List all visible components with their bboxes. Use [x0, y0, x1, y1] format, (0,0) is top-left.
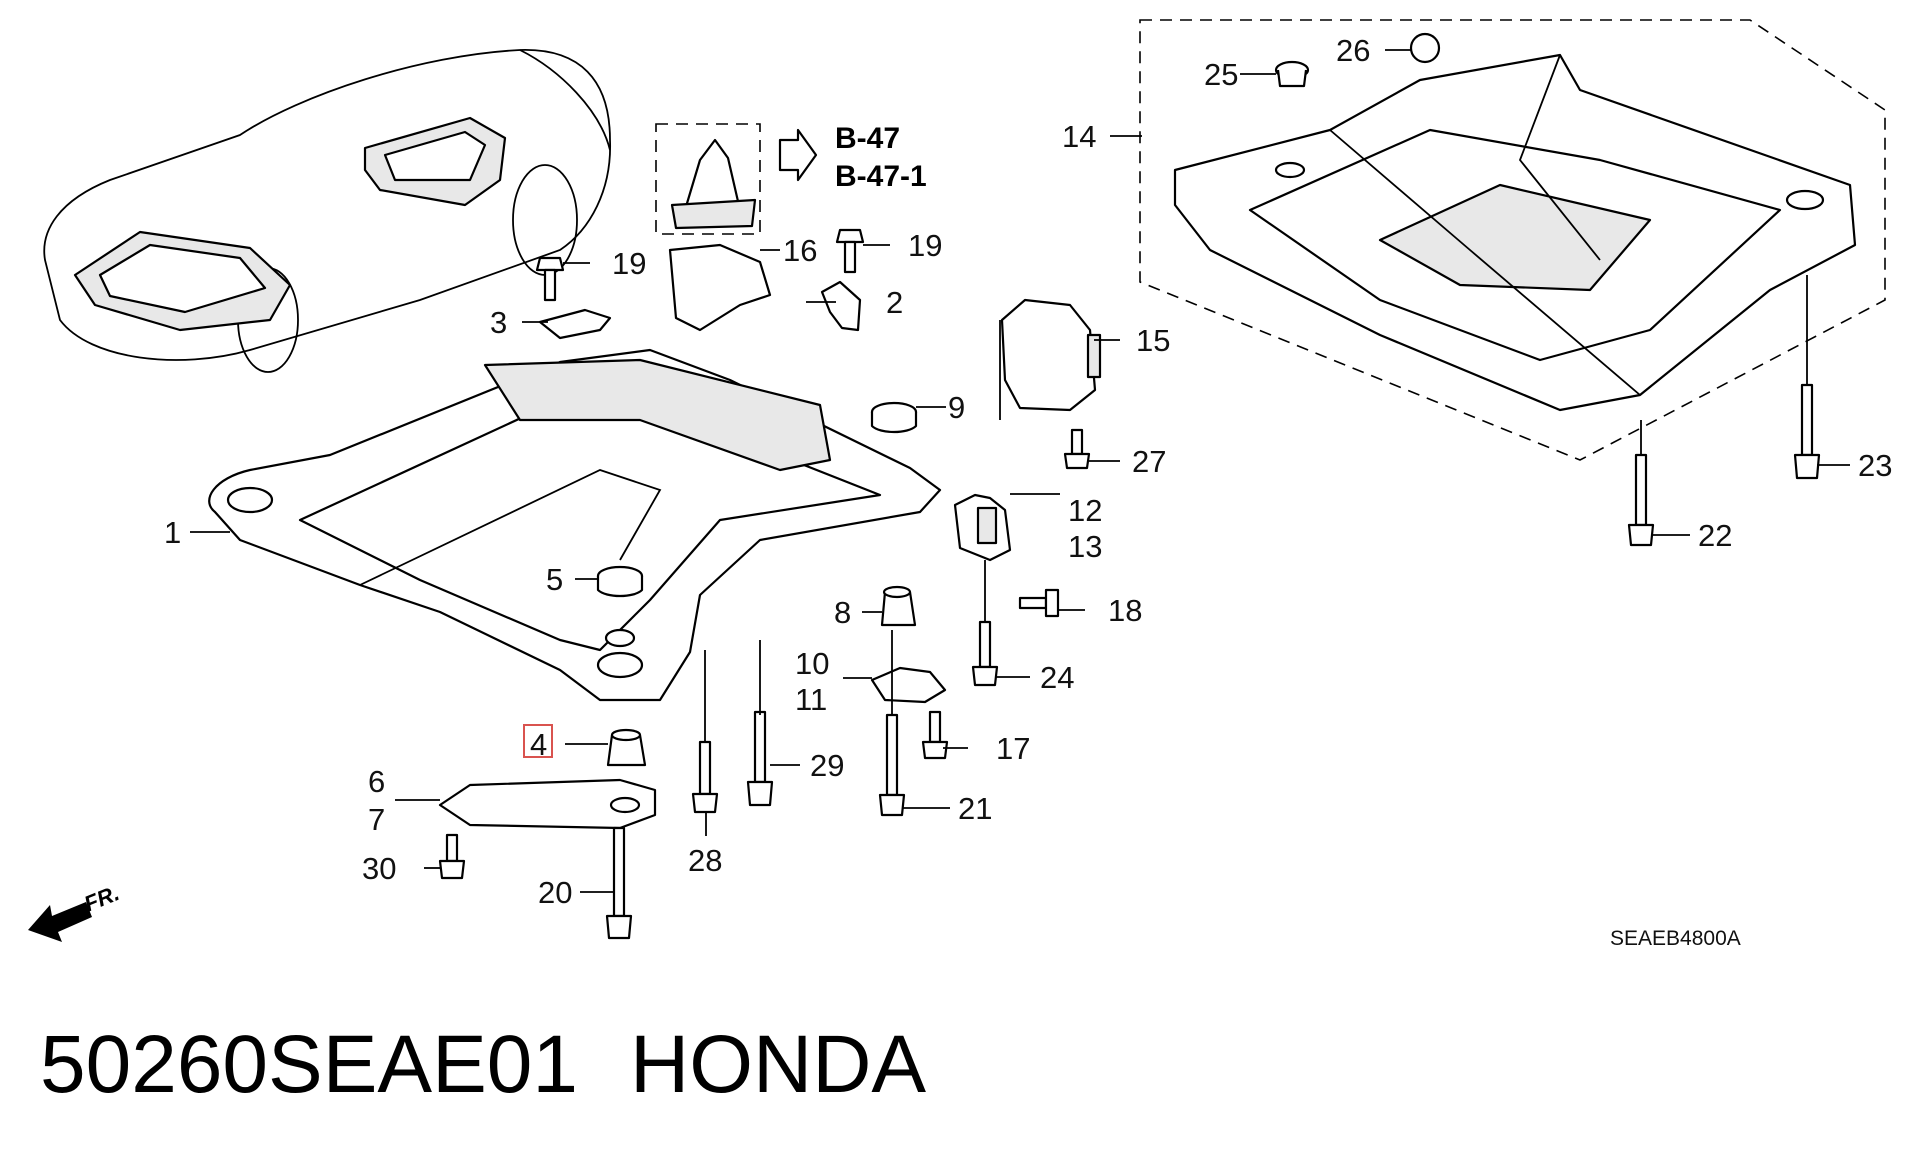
stopper-12-13	[953, 493, 1012, 562]
bolt-25	[1274, 60, 1310, 88]
bolt-19b	[835, 228, 865, 274]
callout-27: 27	[1132, 444, 1166, 479]
bolt-29	[746, 710, 774, 807]
direction-label: FR.	[81, 880, 123, 916]
callout-24: 24	[1040, 660, 1074, 695]
reference-b47-1: B-47-1	[835, 160, 927, 193]
car-outline	[43, 49, 611, 373]
bolt-23	[1793, 383, 1821, 480]
bolt-24	[971, 620, 999, 687]
diagram-code: SEAEB4800A	[1610, 927, 1741, 950]
callout-11: 11	[795, 682, 827, 717]
leader-lines	[190, 49, 1850, 893]
front-subframe	[208, 348, 942, 702]
clip-26	[1409, 32, 1441, 64]
callout-9: 9	[948, 390, 965, 425]
callout-17: 17	[996, 731, 1030, 766]
callout-5: 5	[546, 562, 563, 597]
bushing-8	[880, 585, 917, 627]
callout-20: 20	[538, 875, 572, 910]
bushing-9	[870, 401, 918, 434]
callout-3: 3	[490, 305, 507, 340]
callout-15: 15	[1136, 323, 1170, 358]
callout-8: 8	[834, 595, 851, 630]
bolt-17	[921, 710, 949, 760]
reference-b47: B-47	[835, 122, 900, 155]
callout-12: 12	[1068, 493, 1102, 528]
callout-4: 4	[530, 727, 547, 762]
reference-label: B-47 B-47-1	[835, 122, 927, 193]
front-direction-arrow: FR.	[28, 880, 123, 942]
bracket-10-11	[870, 666, 947, 704]
callout-1: 1	[164, 515, 181, 550]
bolt-22	[1627, 453, 1655, 547]
mount-bracket-16	[668, 243, 772, 332]
stiffener-6-7	[438, 778, 657, 830]
callouts: 1 2 3 4 5 6 7 8 9 10 11 12 13 14 15 16 1…	[164, 33, 1892, 910]
callout-19a: 19	[612, 246, 646, 281]
callout-7: 7	[368, 802, 385, 837]
callout-16: 16	[783, 233, 817, 268]
callout-21: 21	[958, 791, 992, 826]
callout-14: 14	[1062, 119, 1096, 154]
callout-22: 22	[1698, 518, 1732, 553]
callout-29: 29	[810, 748, 844, 783]
callout-10: 10	[795, 646, 829, 681]
bolt-28	[691, 740, 719, 814]
part-number: 50260SEAE01	[40, 1019, 578, 1110]
bolt-18	[1018, 588, 1060, 618]
callout-26: 26	[1336, 33, 1370, 68]
bracket-3	[538, 308, 612, 340]
callout-18: 18	[1108, 593, 1142, 628]
bushing-5	[596, 565, 644, 598]
bushing-4	[606, 728, 647, 767]
bolt-30	[438, 833, 466, 880]
callout-25: 25	[1204, 57, 1238, 92]
callout-13: 13	[1068, 529, 1102, 564]
callout-4-highlight	[523, 724, 553, 758]
assembly-box	[1139, 19, 1886, 461]
callout-30: 30	[362, 851, 396, 886]
bolt-27	[1063, 428, 1091, 470]
bolt-21	[878, 713, 906, 817]
callout-6: 6	[368, 764, 385, 799]
front-subframe-assembly	[1173, 53, 1857, 412]
callout-2: 2	[886, 285, 903, 320]
callout-19b: 19	[908, 228, 942, 263]
bolt-20	[605, 826, 633, 940]
callout-28: 28	[688, 843, 722, 878]
bracket-2	[820, 280, 862, 332]
callout-23: 23	[1858, 448, 1892, 483]
engine-mount-reference	[655, 123, 818, 235]
bolts	[438, 32, 1821, 940]
bolt-19a	[535, 256, 565, 302]
rear-mount-15	[1000, 298, 1102, 412]
brand-name: HONDA	[630, 1019, 926, 1110]
